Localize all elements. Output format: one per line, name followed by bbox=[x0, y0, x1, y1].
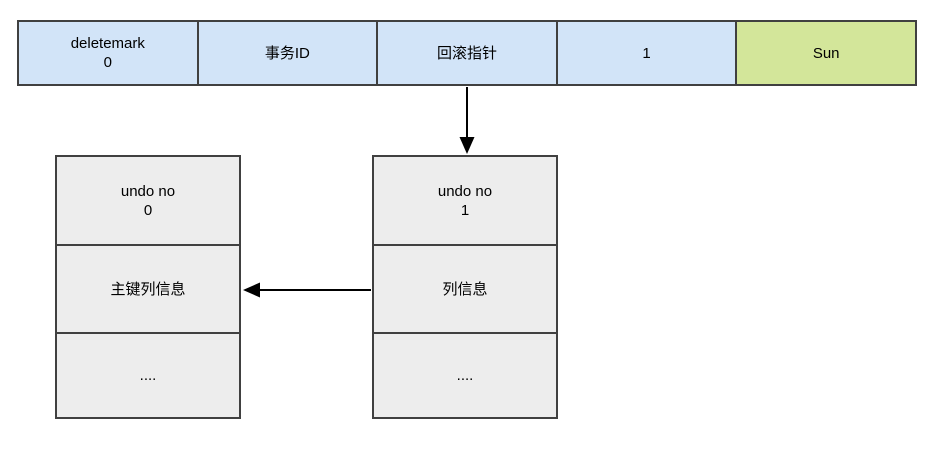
undo-log-box-1: undo no 1 列信息 .... bbox=[372, 155, 558, 419]
record-cell-transaction-id: 事务ID bbox=[198, 22, 379, 84]
undo-chain-arrow bbox=[243, 282, 371, 298]
undo-box-1-header: undo no 1 bbox=[374, 157, 556, 246]
undo-log-box-0: undo no 0 主键列信息 .... bbox=[55, 155, 241, 419]
record-cell-deletemark: deletemark 0 bbox=[19, 22, 199, 84]
roll-pointer-arrow-head bbox=[459, 137, 475, 154]
undo-box-0-header: undo no 0 bbox=[57, 157, 239, 246]
record-cell-value-sun: Sun bbox=[737, 22, 915, 84]
undo-box-1-column-info: 列信息 bbox=[374, 246, 556, 334]
undo-box-0-ellipsis: .... bbox=[57, 334, 239, 417]
undo-box-1-ellipsis: .... bbox=[374, 334, 556, 417]
record-cell-value-1: 1 bbox=[557, 22, 738, 84]
roll-pointer-arrow bbox=[459, 87, 475, 154]
undo-box-0-primary-key-info: 主键列信息 bbox=[57, 246, 239, 334]
undo-chain-arrow-head bbox=[243, 282, 260, 298]
record-row: deletemark 0 事务ID 回滚指针 1 Sun bbox=[17, 20, 917, 86]
record-cell-roll-pointer: 回滚指针 bbox=[378, 22, 558, 84]
